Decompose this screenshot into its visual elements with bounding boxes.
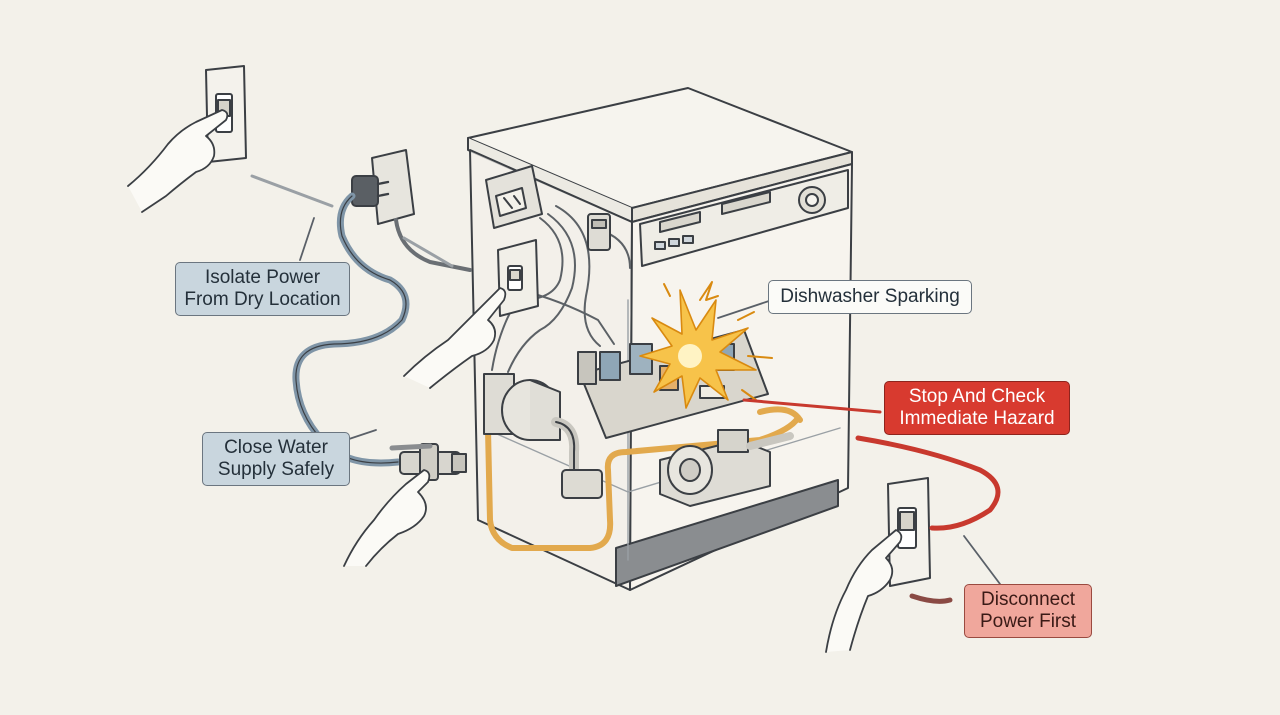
spark-icon (639, 281, 773, 409)
leader-disconnect (963, 535, 1001, 585)
power-cord (855, 435, 1001, 531)
callout-disconnect-power: Disconnect Power First (964, 584, 1092, 638)
callout-line: Isolate Power (204, 267, 321, 288)
callout-line: From Dry Location (184, 289, 341, 310)
callout-dishwasher-sparking: Dishwasher Sparking (768, 280, 972, 314)
leader-isolate (299, 217, 315, 261)
callout-line: Immediate Hazard (899, 408, 1055, 429)
leader-sparking (717, 299, 773, 319)
callout-line: Stop And Check (908, 386, 1046, 407)
junction-box-icon (485, 165, 543, 229)
side-wall-switch-icon (497, 239, 539, 317)
callout-line: Disconnect (981, 589, 1075, 610)
plug-icon (351, 149, 415, 225)
hand-icon (403, 287, 507, 389)
callout-line: Close Water (224, 437, 328, 458)
hand-icon (127, 109, 229, 213)
callout-line: Dishwasher Sparking (780, 286, 960, 307)
pump-motor-icon (659, 429, 794, 507)
dishwasher-body (467, 87, 853, 591)
water-hose (292, 192, 410, 467)
hand-icon (825, 529, 903, 653)
copper-pipe (485, 415, 801, 551)
connector-icon (587, 213, 611, 251)
hand-icon (343, 469, 431, 567)
inlet-pump-icon (483, 373, 603, 499)
callout-close-water: Close Water Supply Safely (202, 432, 350, 486)
callout-stop-check: Stop And Check Immediate Hazard (884, 381, 1070, 435)
callout-line: Power First (979, 611, 1077, 632)
callout-line: Supply Safely (217, 459, 335, 480)
wall-switch-icon (887, 477, 931, 587)
callout-isolate-power: Isolate Power From Dry Location (175, 262, 350, 316)
